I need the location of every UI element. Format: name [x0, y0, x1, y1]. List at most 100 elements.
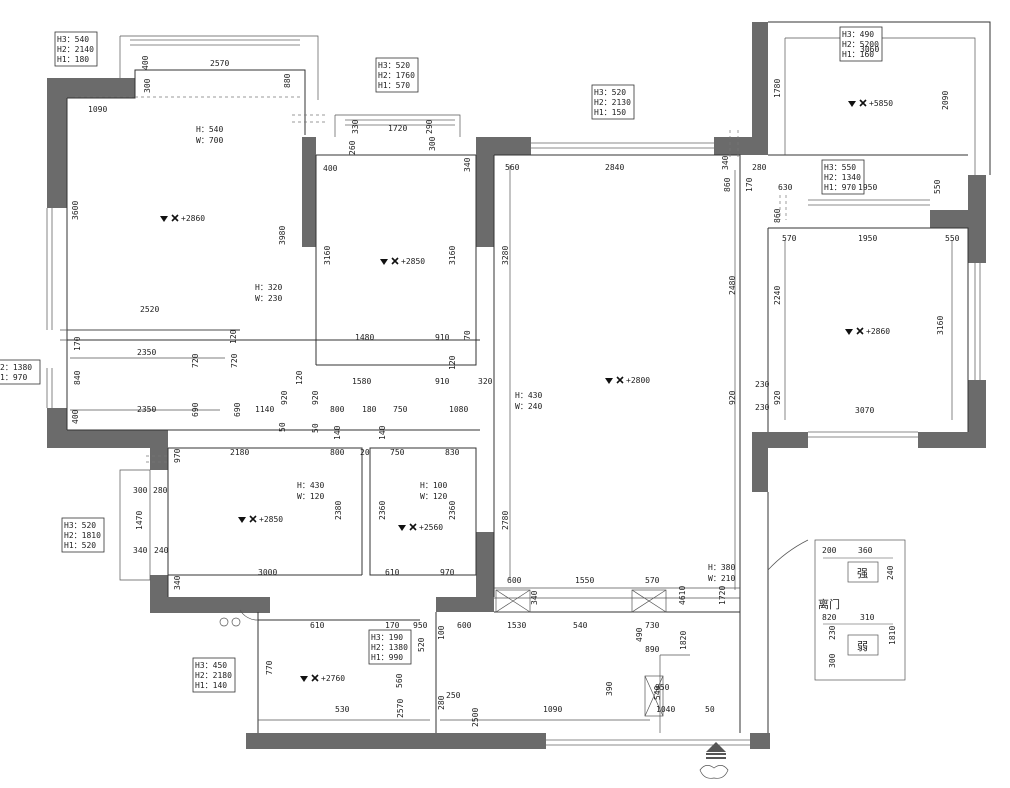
dimension-label: 50 [278, 422, 287, 432]
wall-segment [752, 22, 768, 155]
fixture-circles [219, 617, 241, 627]
window-info-line: 1：970 [0, 373, 27, 382]
window-info-line: H1：150 [594, 108, 626, 117]
level-value: +2850 [259, 515, 283, 524]
opening-labels: H：540W：700H：320W：230H：430W：240H：430W：120… [196, 125, 735, 583]
dimension-label: 280 [153, 486, 168, 495]
window-info-line: H1：970 [824, 183, 856, 192]
dimension-label: 1720 [718, 586, 727, 605]
door-arcs [239, 539, 809, 621]
dimension-label: 1780 [773, 79, 782, 98]
dimension-label: 600 [457, 621, 472, 630]
window-info-line: H1：140 [195, 681, 227, 690]
dimension-labels: 2570880400300109036003980252017203302602… [71, 45, 960, 727]
dimension-label: 690 [191, 402, 200, 417]
dimension-label: 3160 [323, 246, 332, 265]
dimension-label: 610 [385, 568, 400, 577]
level-value: +2760 [321, 674, 345, 683]
dimension-label: 1720 [388, 124, 407, 133]
wall-segment [476, 137, 531, 155]
dimension-label: 2360 [378, 501, 387, 520]
dimension-label: 70 [463, 330, 472, 340]
opening-label: W：120 [420, 492, 447, 501]
legend-dim: 200 [822, 546, 837, 555]
dimension-label: 120 [295, 370, 304, 385]
level-value: +2860 [181, 214, 205, 223]
dimension-label: 880 [283, 73, 292, 88]
dimension-label: 3980 [278, 226, 287, 245]
dimension-label: 290 [425, 119, 434, 134]
dimension-label: 530 [335, 705, 350, 714]
dimension-label: 3160 [936, 316, 945, 335]
dimension-label: 910 [435, 377, 450, 386]
level-marker: +2800 [605, 376, 650, 385]
dimension-label: 280 [437, 695, 446, 710]
window-info-line: H3：450 [195, 661, 227, 670]
dimension-label: 120 [448, 355, 457, 370]
window-info-line: 2：1380 [0, 363, 32, 372]
dimension-label: 570 [645, 576, 660, 585]
dimension-label: 1950 [858, 234, 877, 243]
dimension-label: 1140 [255, 405, 274, 414]
wall-segment [750, 733, 770, 749]
dimension-label: 1480 [355, 333, 374, 342]
level-marker: +2560 [398, 523, 443, 532]
window-info-line: H2：2140 [57, 45, 94, 54]
dimension-label: 100 [437, 625, 446, 640]
window-info-line: H3：190 [371, 633, 403, 642]
walls [47, 22, 986, 749]
dimension-label: 400 [71, 409, 80, 424]
strong-outlet-label: 强 [857, 567, 868, 580]
dimension-label: 2350 [137, 405, 156, 414]
legend-title: 离门 [818, 597, 840, 611]
dimension-label: 400 [141, 55, 150, 70]
dimension-label: 610 [310, 621, 325, 630]
dimension-label: 340 [721, 155, 730, 170]
dimension-label: 2380 [334, 501, 343, 520]
opening-label: W：210 [708, 574, 735, 583]
cabinet [644, 675, 664, 717]
dimension-label: 970 [173, 448, 182, 463]
dimension-label: 240 [154, 546, 169, 555]
window-info-line: H3：520 [378, 61, 410, 70]
dimension-label: 180 [362, 405, 377, 414]
level-value: +2800 [626, 376, 650, 385]
dimension-label: 490 [635, 627, 644, 642]
wall-segment [150, 430, 168, 470]
dimension-label: 2840 [605, 163, 624, 172]
dimension-label: 3070 [855, 406, 874, 415]
opening-label: W：240 [515, 402, 542, 411]
dimension-label: 840 [73, 370, 82, 385]
legend-dim: 310 [860, 613, 875, 622]
dimension-label: 340 [133, 546, 148, 555]
window-info-line: H1：990 [371, 653, 403, 662]
opening-label: H：100 [420, 481, 447, 490]
dimension-label: 2180 [230, 448, 249, 457]
dimension-label: 280 [752, 163, 767, 172]
dimension-label: 340 [530, 590, 539, 605]
dimension-label: 390 [605, 681, 614, 696]
wall-segment [476, 532, 494, 612]
dimension-label: 2090 [941, 91, 950, 110]
level-marker: +2850 [238, 515, 283, 524]
dimension-label: 970 [440, 568, 455, 577]
window-info-line: H3：520 [594, 88, 626, 97]
dimension-label: 3280 [501, 246, 510, 265]
wall-segment [752, 432, 768, 492]
dimension-label: 170 [745, 177, 754, 192]
dimension-label: 1580 [352, 377, 371, 386]
window-info-line: H3：550 [824, 163, 856, 172]
cabinet [631, 589, 667, 613]
strong-outlet-box [847, 561, 879, 583]
window-info-line: H1：570 [378, 81, 410, 90]
dimension-label: 830 [445, 448, 460, 457]
dimension-label: 330 [351, 119, 360, 134]
dimension-label: 140 [378, 425, 387, 440]
dimension-label: 50 [705, 705, 715, 714]
level-value: +2850 [401, 257, 425, 266]
dimension-label: 910 [435, 333, 450, 342]
window-info-line: H1：520 [64, 541, 96, 550]
dimension-label: 170 [73, 336, 82, 351]
